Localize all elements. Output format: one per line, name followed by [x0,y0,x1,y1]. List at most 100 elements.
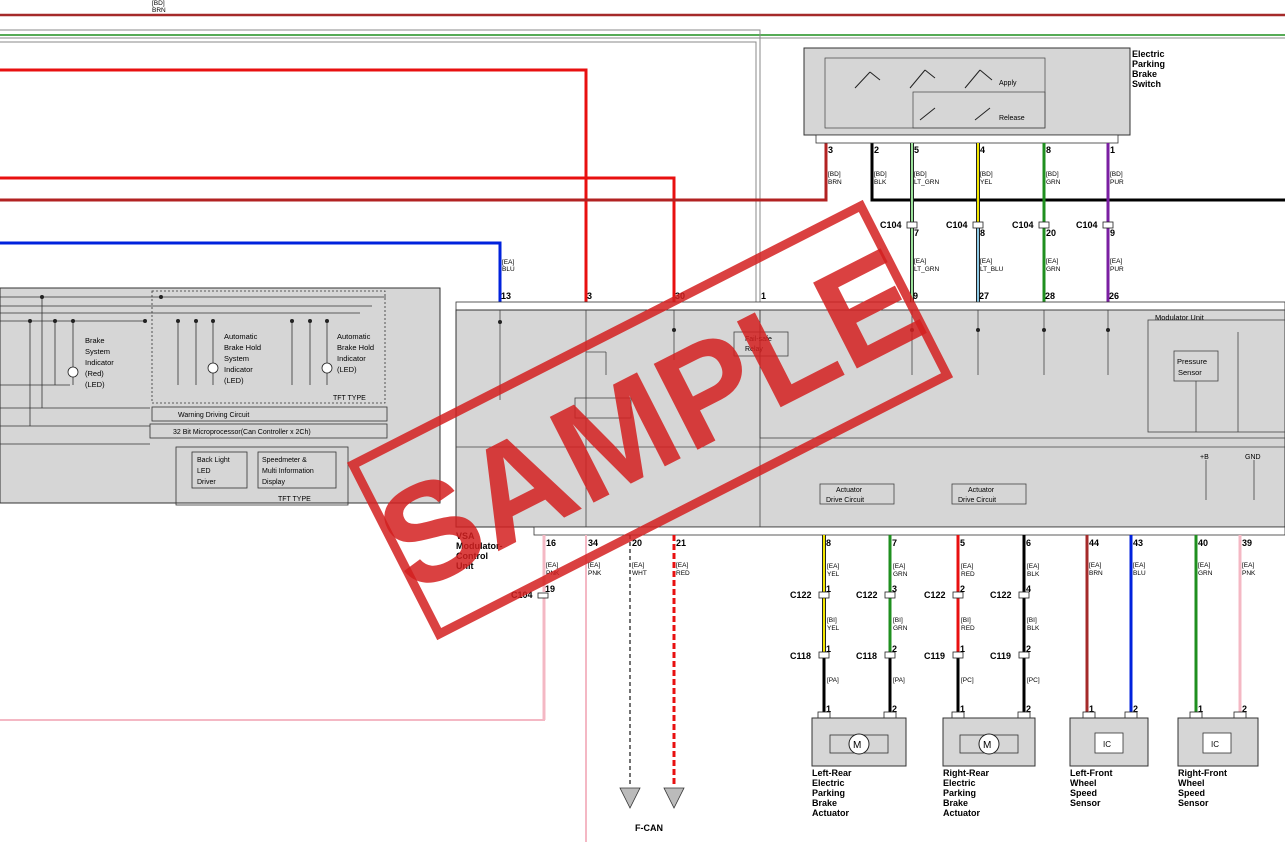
hold-led-icon [321,362,333,374]
connector-pin: 20 [1046,228,1056,238]
wire-code: [BI] [893,617,903,624]
label-line: Speed [1070,788,1097,798]
actuator-pin: 1 [960,704,965,714]
actuator-drive-label-2: Actuator Drive Circuit [958,487,996,504]
wire-color: GRN [1198,570,1213,577]
connector-name: C122 [990,590,1012,600]
left-front-label: Left-Front Wheel Speed Sensor [1070,768,1113,808]
wire-color: LT_BLU [980,266,1004,273]
epb-title-line: Parking [1132,59,1165,69]
actuator-pin: 2 [892,704,897,714]
backlight-label: Back Light LED Driver [197,457,230,486]
connector-pin: 9 [1110,228,1115,238]
connector-pin: 1 [826,584,831,594]
connector-pin: 2 [892,644,897,654]
c104-connector-icon [906,221,918,229]
label-line: Pressure [1177,357,1207,366]
vsa-bottom-pin-number: 6 [1026,538,1031,548]
label-line: (Red) [85,369,104,378]
connector-pin: 2 [1026,644,1031,654]
epb-pin-number: 4 [980,145,985,155]
vsa-top-pin-number: 9 [913,291,918,301]
top-wire-code: [BD] [152,0,165,7]
epb-title-line: Electric [1132,49,1165,59]
actuator-wires: 8[EA]YELC1221[BI]YELC1181[PA]17[EA]GRNC1… [790,535,1040,714]
connector-pin: 8 [980,228,985,238]
c104-connector-icon [1102,221,1114,229]
wire-code: [EA] [1110,258,1122,265]
watermark-frame [346,199,954,641]
label-line: Electric [943,778,976,788]
plus-b-label: +B [1200,454,1209,461]
wire-code: [BD] [828,171,841,178]
epb-title-line: Switch [1132,79,1161,89]
label-line: Fail-safe [745,336,772,343]
gnd-label: GND [1245,454,1261,461]
vsa-bottom-pin-number: 20 [632,538,642,548]
label-line: Sensor [1178,798,1209,808]
gray-wire-2 [0,41,757,302]
vsa-bottom-pin-number: 8 [826,538,831,548]
wire-code: [EA] [588,562,600,569]
wire-code: [EA] [546,562,558,569]
wire-color: BLK [1027,571,1040,578]
wire-color: RED [961,625,975,632]
wire-code: [BD] [1110,171,1123,178]
wire-code: [EA] [827,563,839,570]
wire-color: GRN [1046,179,1061,186]
c122-connector-icon [1018,591,1030,599]
label-line: Right-Front [1178,768,1227,778]
connector-name: C118 [790,651,811,661]
wire-code: [EA] [1089,562,1101,569]
vsa-bottom-pin-number: 7 [892,538,897,548]
connector-pin: 3 [892,584,897,594]
label-line: Actuator [812,808,849,818]
vsa-top-pin-number: 26 [1109,291,1119,301]
vsa-bottom-pin-number: 5 [960,538,965,548]
vsa-junction-dots [498,320,1110,332]
label-line: Brake [85,336,105,345]
wire-color: YEL [980,179,993,186]
label-line: Wheel [1070,778,1097,788]
wire-code: [BD] [980,171,993,178]
wire-color: PNK [1242,570,1256,577]
vsa-bottom-connector [533,526,1285,536]
label-line: Unit [456,561,474,571]
red-wire-pin30 [0,176,676,302]
c104-connector-icon [1038,221,1050,229]
wire-color: YEL [827,571,840,578]
connector-name: C104 [946,220,968,230]
label-line: Brake Hold [224,343,261,352]
sensor-pin: 1 [1089,704,1094,714]
top-wire-color: BRN [152,7,166,14]
red-wire-pin3 [0,68,588,302]
wire-code: [BI] [827,617,837,624]
hold-indicator-label: Automatic Brake Hold Indicator (LED) [337,332,374,374]
wire-code: [EA] [1046,258,1058,265]
vsa-bottom-pin-number: 44 [1089,538,1099,548]
ic-icon [1094,732,1124,754]
wire-code: [PC] [961,677,974,684]
wire-code: [BD] [1046,171,1059,178]
label-line: Relay [745,346,763,353]
vsa-top-pin-number: 27 [979,291,989,301]
brn-wire-epb3 [0,143,828,202]
epb-release-label: Release [999,115,1025,122]
label-line: (LED) [224,376,244,385]
brake-led-icon [67,366,79,378]
connector-name: C119 [990,651,1011,661]
wire-code: [EA] [676,562,688,569]
c118-connector-icon [818,651,830,659]
wire-color: GRN [893,571,908,578]
c104-bottom-connector-icon [537,592,549,599]
actuator-pin: 1 [826,704,831,714]
failsafe-relay-label: Fail-safe Relay [745,336,772,353]
label-line: Speedmeter & [262,457,307,464]
label-line: Multi Information [262,468,314,475]
left-front-sensor: IC [1069,711,1149,767]
wire-color: GRN [1046,266,1061,273]
blu-wire-code: [EA] [502,259,514,266]
gauge-led-icons [67,362,333,378]
